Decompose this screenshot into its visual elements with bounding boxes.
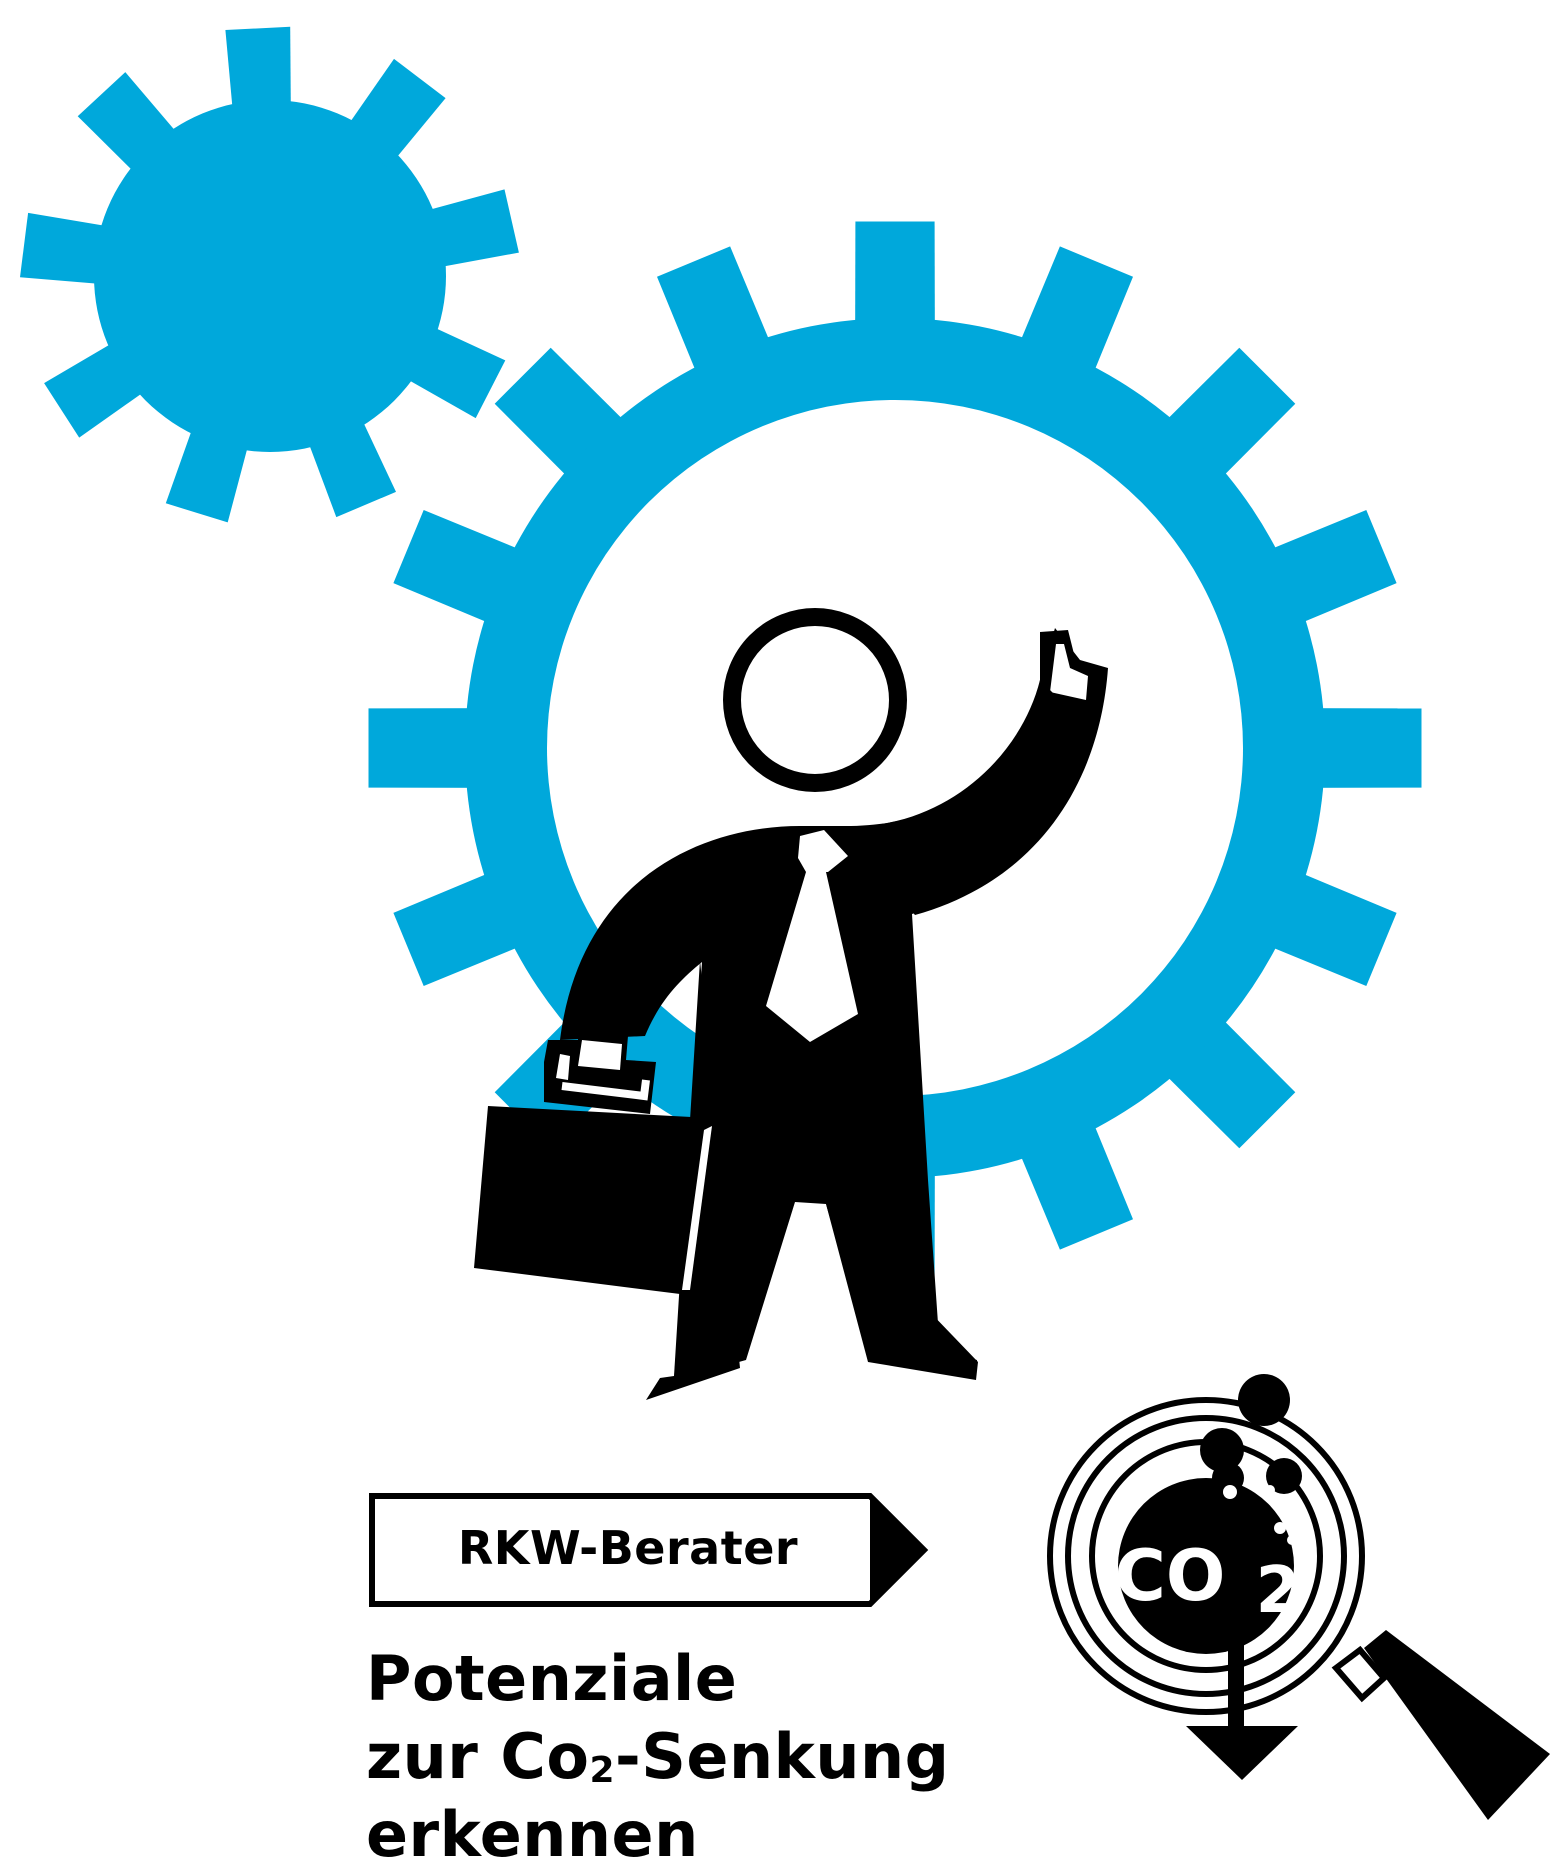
label-box-shape — [369, 1493, 929, 1607]
gear-tooth — [368, 708, 497, 788]
headline-line-1: Potenziale — [366, 1642, 738, 1715]
headline-line-2: zur Co2-Senkung — [366, 1718, 1066, 1796]
magnifying-glass-icon — [1364, 1630, 1550, 1820]
gear-tooth — [396, 322, 506, 419]
headline-line-3: erkennen — [366, 1798, 699, 1871]
gear-tooth — [1293, 708, 1422, 788]
rkw-berater-badge: RKW-Berater — [368, 1492, 916, 1604]
head — [723, 608, 907, 792]
gear-tooth — [225, 26, 291, 121]
gear-tooth — [77, 72, 184, 180]
gear-tooth — [44, 337, 154, 438]
gear-tooth — [342, 58, 446, 168]
co2-magnifier: CO 2 — [1047, 1374, 1550, 1820]
tie — [766, 872, 858, 1042]
co2-text: CO — [1115, 1535, 1226, 1617]
badge-label: RKW-Berater — [457, 1521, 799, 1575]
collar — [798, 830, 848, 872]
arrow-down-icon — [1186, 1726, 1298, 1780]
headline-line-2-post: -Senkung — [615, 1720, 950, 1793]
gear-tooth — [417, 189, 519, 269]
gear-tooth — [20, 212, 118, 285]
headline-line-2-pre: zur Co — [366, 1720, 590, 1793]
gear-tooth — [304, 410, 396, 518]
briefcase-icon — [474, 1032, 712, 1294]
gear-tooth — [165, 417, 251, 523]
gear-tooth — [855, 221, 935, 350]
co2-subscript: 2 — [1256, 1554, 1301, 1628]
small-gear-icon — [20, 26, 519, 523]
headline-line-2-sub: 2 — [589, 1750, 616, 1791]
headline: Potenziale zur Co2-Senkung erkennen — [366, 1640, 1066, 1874]
co2-icon — [1118, 1478, 1294, 1654]
